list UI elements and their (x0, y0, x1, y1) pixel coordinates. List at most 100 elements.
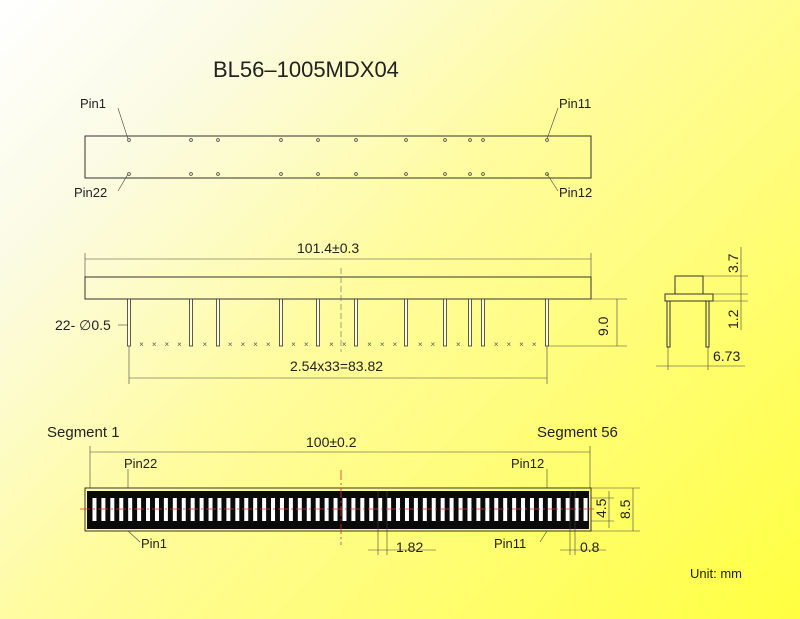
segment (440, 498, 445, 521)
side-pin (279, 298, 283, 347)
segment (503, 498, 508, 521)
segment (262, 498, 267, 521)
unused-pin-x: × (431, 340, 436, 349)
outer-height-dim: 8.5 (617, 499, 633, 519)
pin-dot (189, 172, 193, 176)
segment (494, 498, 499, 521)
unused-pin-x: × (177, 340, 182, 349)
end-view-pin-right (705, 300, 710, 348)
pin-dot (216, 172, 220, 176)
top-view-body (84, 135, 592, 179)
pin-diameter-callout: 22- ∅0.5 (55, 317, 111, 333)
segment (476, 498, 481, 521)
bottom-pin11-label: Pin11 (494, 536, 526, 551)
unused-pin-x: × (507, 340, 512, 349)
segment (208, 498, 213, 521)
segment (271, 498, 276, 521)
segment (467, 498, 472, 521)
segment (226, 498, 231, 521)
segment (351, 498, 356, 521)
pin1-leader (117, 107, 129, 140)
unused-pin-x: × (393, 340, 398, 349)
side-pin (316, 298, 320, 347)
segment (556, 498, 561, 521)
pin-dot (404, 172, 408, 176)
bottom-pin11-leader (539, 530, 548, 543)
unused-pin-x: × (139, 340, 144, 349)
segment (306, 498, 311, 521)
side-pin (127, 298, 131, 347)
segment (190, 498, 195, 521)
pin-dot (468, 138, 472, 142)
inner-height-dim: 4.5 (593, 498, 609, 518)
segment (181, 498, 186, 521)
segment (119, 498, 124, 521)
segment (324, 498, 329, 521)
segment (360, 498, 365, 521)
side-pin (404, 298, 408, 347)
pin-dot (127, 138, 131, 142)
pin-dot (189, 138, 193, 142)
segment (92, 498, 97, 521)
unused-pin-x: × (532, 340, 537, 349)
segment (512, 498, 517, 521)
top-pin22-label: Pin22 (74, 185, 107, 200)
segment (253, 498, 258, 521)
segment (333, 498, 338, 521)
end-view-base (664, 293, 714, 302)
pin-dot (354, 138, 358, 142)
segment (404, 498, 409, 521)
unused-pin-x: × (519, 340, 524, 349)
segment (128, 498, 133, 521)
unused-pin-x: × (241, 340, 246, 349)
unit-label: Unit: mm (690, 566, 742, 581)
side-pin (216, 298, 220, 347)
segment (297, 498, 302, 521)
drawing-title: BL56–1005MDX04 (213, 57, 399, 82)
pin12-leader (546, 173, 559, 192)
pin22-leader (117, 173, 129, 192)
segment (279, 498, 284, 521)
segment (449, 498, 454, 521)
pin-dot (354, 172, 358, 176)
unused-pin-markers: ××××××××××××××××××××××× (139, 340, 537, 349)
bottom-pin1-label: Pin1 (141, 536, 167, 551)
segment (387, 498, 392, 521)
segment (583, 498, 588, 521)
unused-pin-x: × (266, 340, 271, 349)
side-pin (545, 298, 549, 347)
unused-pin-x: × (291, 340, 296, 349)
side-pin (354, 298, 358, 347)
segment (342, 498, 347, 521)
side-view-pins (127, 298, 549, 347)
pin-dot (404, 138, 408, 142)
unused-pin-x: × (456, 340, 461, 349)
segment (458, 498, 463, 521)
unused-pin-x: × (342, 340, 347, 349)
segment (485, 498, 490, 521)
pin-dot (443, 172, 447, 176)
segment (547, 498, 552, 521)
side-pin (189, 298, 193, 347)
segment-width-dim: 0.8 (580, 539, 600, 555)
top-pin11-label: Pin11 (559, 96, 591, 111)
unused-pin-x: × (418, 340, 423, 349)
segment (235, 498, 240, 521)
bottom-pin1-leader (127, 530, 141, 543)
side-pin (443, 298, 447, 347)
end-offset-dim: 1.2 (725, 309, 741, 329)
side-view: 101.4±0.3 ××××××××××××××××××××××× 22- ∅0… (55, 240, 627, 384)
top-view-pin-dots (127, 138, 549, 176)
bottom-pin12-label: Pin12 (511, 456, 544, 471)
segment (288, 498, 293, 521)
pin11-leader (546, 107, 559, 140)
end-view-cap (674, 275, 704, 295)
pin-dot (545, 138, 549, 142)
top-view: Pin1 Pin11 Pin22 Pin12 (74, 96, 592, 200)
segment-pitch-dim: 1.82 (396, 539, 423, 555)
segment (378, 498, 383, 521)
segment (431, 498, 436, 521)
bottom-view-outline (84, 487, 592, 532)
bottom-view: Segment 1 Segment 56 100±0.2 Pin22 Pin12… (47, 424, 640, 555)
